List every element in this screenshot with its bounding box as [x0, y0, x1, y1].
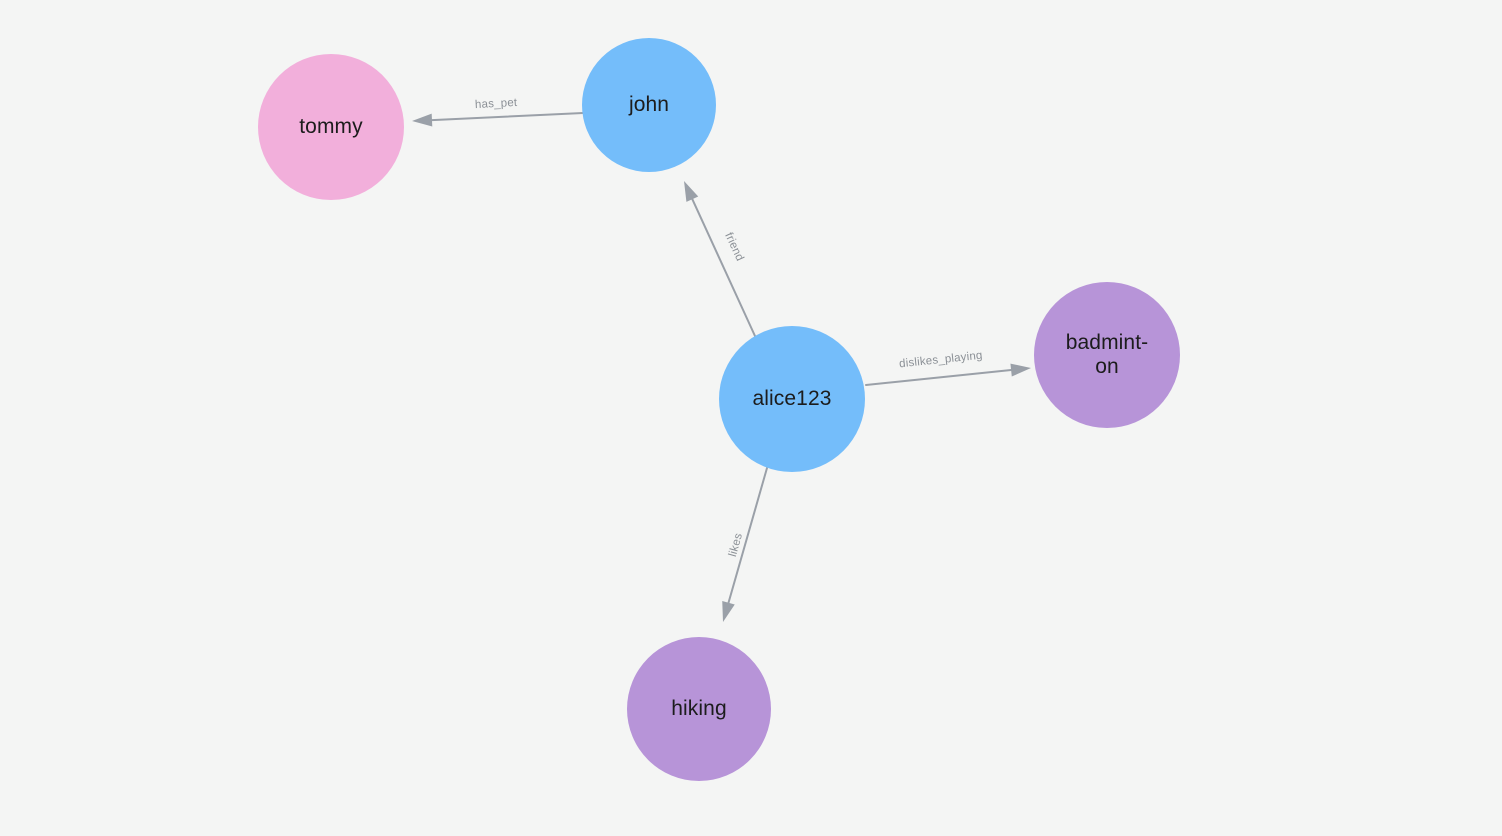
- node-label-badminton: badmint- on: [1065, 330, 1149, 378]
- graph-node-john[interactable]: john: [582, 38, 716, 172]
- arrowhead-alice123-likes-hiking: [722, 600, 735, 622]
- graph-node-alice123[interactable]: alice123: [719, 326, 865, 472]
- edge-line-alice123-friend-john[interactable]: [691, 198, 756, 337]
- arrowhead-alice123-friend-john: [684, 181, 699, 202]
- graph-node-badminton[interactable]: badmint- on: [1034, 282, 1180, 428]
- graph-node-tommy[interactable]: tommy: [258, 54, 404, 200]
- node-label-hiking: hiking: [671, 696, 727, 720]
- node-label-tommy: tommy: [299, 114, 363, 138]
- arrowhead-alice123-dislikes_playing-badminton: [1010, 363, 1031, 377]
- edge-line-alice123-likes-hiking[interactable]: [727, 467, 768, 604]
- node-label-alice123: alice123: [752, 386, 832, 410]
- edge-line-john-has_pet-tommy[interactable]: [430, 112, 584, 122]
- node-label-john: john: [628, 92, 670, 116]
- arrowhead-john-has_pet-tommy: [412, 113, 433, 127]
- edge-line-alice123-dislikes_playing-badminton[interactable]: [865, 369, 1013, 386]
- graph-node-hiking[interactable]: hiking: [627, 637, 771, 781]
